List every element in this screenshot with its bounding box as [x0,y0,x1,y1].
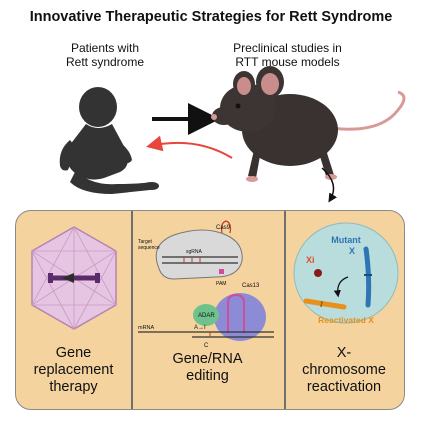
reactivated-x-label: Reactivated X [318,315,374,325]
gene-rna-editing-label-line-2: editing [186,368,229,384]
target-sequence-label-1: Target [138,239,153,245]
mouse-illustration [211,66,406,182]
patients-caption-line-1: Patients with [70,41,140,55]
top-illustration [59,66,406,203]
mrna-label: mRNA [138,325,155,331]
xi-label: Xi [306,255,315,265]
patients-caption: Patients with Rett syndrome [40,41,170,69]
a-to-i-label: A→I [194,325,206,331]
c-label: C [204,343,209,349]
gene-replacement-label-line-1: Gene [55,345,92,361]
sgrna-label: sgRNA [186,249,203,255]
crispr-editing-illustration: Cas9 Target sequence sgRNA PAM Cas13 ADA… [138,220,274,349]
cas9-label: Cas9 [216,225,231,231]
panel-divider-1 [131,211,133,409]
x-reactivation-label-line-3: reactivation [306,379,382,395]
gene-replacement-label-line-3: therapy [49,379,98,395]
x-reactivation-illustration: Mutant X Xi Reactivated X [293,222,399,325]
panel-divider-2 [284,211,286,409]
patients-caption-line-2: Rett syndrome [65,55,145,69]
gene-rna-editing-label-line-1: Gene/RNA [172,351,243,367]
adar-label: ADAR [198,313,215,319]
gene-replacement-label-line-2: replacement [33,362,114,378]
mouse-to-panel-arrow [321,167,337,203]
x-reactivation-label: X- chromosome reactivation [284,345,404,396]
x-reactivation-label-line-2: chromosome [302,362,386,378]
gene-rna-editing-label: Gene/RNA editing [131,351,284,385]
preclinical-caption: Preclinical studies in RTT mouse models [205,41,370,69]
figure-title: Innovative Therapeutic Strategies for Re… [29,9,393,25]
preclinical-caption-line-2: RTT mouse models [235,55,340,69]
cas13-label: Cas13 [242,283,260,289]
gene-replacement-label: Gene replacement therapy [16,345,131,396]
mutant-label-line-1: Mutant [331,235,361,245]
pam-label: PAM [216,281,226,287]
target-sequence-label-2: sequence [138,245,160,251]
child-silhouette [59,87,159,194]
aav-capsid-illustration [31,226,117,330]
return-arrow [146,135,233,159]
preclinical-caption-line-1: Preclinical studies in [233,41,342,55]
x-reactivation-label-line-1: X- [336,345,352,361]
strategy-panels: Gene replacement therapy Cas9 Target seq… [15,210,405,410]
mutant-label-line-2: X [349,246,355,256]
